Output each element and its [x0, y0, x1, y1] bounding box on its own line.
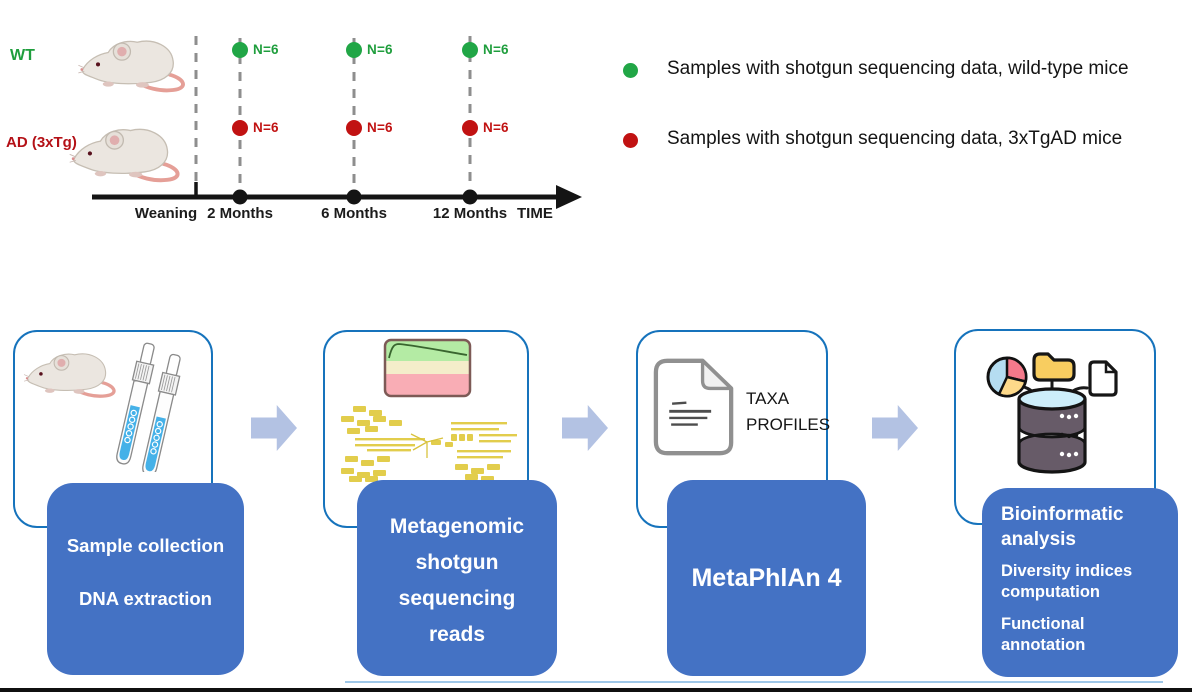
- axis-timepoint-dots: [232, 189, 478, 205]
- timepoint-label-6-months: 6 Months: [321, 205, 387, 222]
- ad-mouse-icon: [67, 127, 180, 183]
- step-label-metaphlan: MetaPhlAn 4: [667, 480, 866, 676]
- ad-sample-count: N=6: [253, 120, 279, 135]
- timepoint-label-2-months: 2 Months: [207, 205, 273, 222]
- step-line: Metagenomic: [389, 515, 525, 538]
- time-axis-label: TIME: [517, 205, 553, 222]
- step-line: Bioinformatic analysis: [1001, 504, 1124, 550]
- flow-arrow-3: [872, 404, 918, 452]
- taxa-profiles-document-icon: [653, 358, 734, 456]
- step-label-sequencing: Metagenomic shotgun sequencing reads: [357, 480, 557, 676]
- ad-sample-count: N=6: [367, 120, 393, 135]
- step-line: Diversity indices computation: [1001, 562, 1133, 602]
- timeline-graphics: [92, 36, 582, 209]
- step-label-bioinformatics: Bioinformatic analysis Diversity indices…: [982, 488, 1178, 677]
- timepoint-label-weaning: Weaning: [134, 205, 198, 222]
- divider-line: [345, 681, 1163, 683]
- step-line: MetaPhlAn 4: [691, 563, 842, 592]
- wt-sample-count: N=6: [253, 42, 279, 57]
- timepoint-label-12-months: 12 Months: [432, 205, 508, 222]
- flow-arrow-2: [562, 404, 608, 452]
- legend-dot-green: [623, 63, 638, 78]
- wt-mouse-icon: [76, 39, 185, 93]
- wt-sample-dots: [232, 42, 478, 58]
- legend-text-ad: Samples with shotgun sequencing data, 3x…: [667, 128, 1123, 149]
- wt-sample-count: N=6: [367, 42, 393, 57]
- step-line: Sample collection: [66, 534, 225, 556]
- sequencing-reads-icon: [341, 406, 517, 482]
- step-line: shotgun: [415, 551, 499, 574]
- ad-sample-dots: [232, 120, 478, 136]
- group-label-ad: AD (3xTg): [6, 134, 77, 151]
- flow-arrow-1: [251, 404, 297, 452]
- ad-sample-count: N=6: [483, 120, 509, 135]
- taxa-profiles-caption: TAXA PROFILES: [746, 389, 831, 435]
- step-label-sample-collection: Sample collection DNA extraction: [47, 483, 244, 675]
- sample-tubes-icon: [113, 341, 185, 472]
- mouse-icon: [23, 352, 116, 398]
- bioinformatics-analysis-icon: [986, 352, 1118, 474]
- legend-text-wt: Samples with shotgun sequencing data, wi…: [667, 58, 1129, 79]
- step-line: Functional annotation: [1001, 614, 1086, 654]
- wt-sample-count: N=6: [483, 42, 509, 57]
- legend-item-ad: Samples with shotgun sequencing data, 3x…: [623, 128, 1122, 150]
- step-line: sequencing: [398, 587, 516, 610]
- time-axis-arrowhead: [556, 185, 582, 209]
- quality-plot-icon: [383, 338, 472, 398]
- bottom-edge-bar: [0, 688, 1192, 692]
- dashed-timepoint-lines: [194, 36, 472, 188]
- legend-item-wt: Samples with shotgun sequencing data, wi…: [623, 58, 1129, 80]
- group-label-wt: WT: [10, 47, 35, 64]
- step-line: DNA extraction: [79, 587, 212, 609]
- step-line: reads: [428, 623, 486, 646]
- legend-dot-red: [623, 133, 638, 148]
